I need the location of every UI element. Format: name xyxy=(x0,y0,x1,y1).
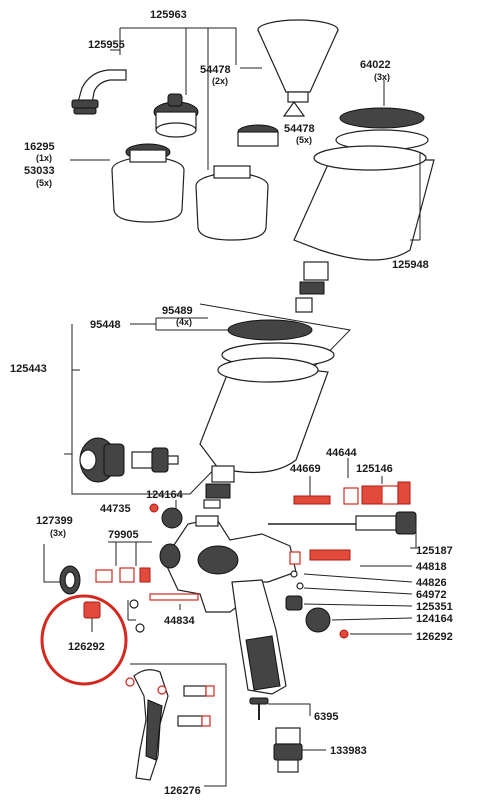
label-58164: 54478 xyxy=(284,123,315,135)
label-44644: 44644 xyxy=(326,447,357,459)
small-cup-left-part xyxy=(111,143,185,223)
label-64972: 64972 xyxy=(416,589,447,601)
label-127399: 127399 xyxy=(36,515,73,527)
funnel-part xyxy=(257,19,339,117)
trigger-part xyxy=(125,669,169,781)
label-54478: 54478 xyxy=(200,64,231,76)
label-44826: 44826 xyxy=(416,577,447,589)
label-125948: 125948 xyxy=(392,259,429,271)
retaining-ring-part xyxy=(59,565,81,595)
label-44669: 44669 xyxy=(290,463,321,475)
label-125443: 125443 xyxy=(10,363,47,375)
label-44818: 44818 xyxy=(416,561,447,573)
label-44735-right: 126292 xyxy=(416,631,453,643)
qty-53033: (5x) xyxy=(36,178,52,188)
label-16295: 16295 xyxy=(24,141,55,153)
qty-95489: (4x) xyxy=(176,317,192,327)
valve-small-parts xyxy=(285,570,331,633)
label-126292: 126292 xyxy=(68,641,105,653)
qty-16295: (1x) xyxy=(36,153,52,163)
gravity-cup-part xyxy=(199,319,335,509)
qty-127399: (3x) xyxy=(50,528,66,538)
highlight-circle xyxy=(40,594,128,686)
label-125963: 125963 xyxy=(150,9,187,21)
needle-packing-part xyxy=(289,549,351,565)
nozzle-part xyxy=(131,447,179,473)
qty-64022: (3x) xyxy=(374,72,390,82)
label-125146: 125146 xyxy=(356,463,393,475)
air-cap-part xyxy=(79,437,125,483)
fluid-needle-part xyxy=(268,511,417,535)
small-cup-right-part xyxy=(195,124,279,241)
qty-54478: (2x) xyxy=(212,76,228,86)
label-79905: 79905 xyxy=(108,529,139,541)
trigger-pins-part xyxy=(177,685,215,727)
label-44834: 44834 xyxy=(164,615,195,627)
air-rod-part xyxy=(127,593,199,633)
label-6395: 6395 xyxy=(314,711,338,723)
label-124164-right: 124164 xyxy=(416,613,454,625)
label-95489: 95489 xyxy=(162,305,193,317)
needle-spring-part xyxy=(293,481,411,505)
large-cup-upper-part xyxy=(293,107,435,313)
qty-58164: (5x) xyxy=(296,135,312,145)
screw-part xyxy=(249,697,269,720)
label-133983: 133983 xyxy=(330,745,367,757)
air-inlet-part xyxy=(273,727,303,773)
label-124164-top: 124164 xyxy=(146,489,184,501)
label-64022: 64022 xyxy=(360,59,391,71)
label-44735-top: 44735 xyxy=(100,503,131,515)
label-95448: 95448 xyxy=(90,319,121,331)
gun-body-part xyxy=(163,515,297,695)
air-valve-part-126292 xyxy=(83,601,101,632)
hose-adapter-part xyxy=(71,69,127,115)
knob-top-part xyxy=(161,507,183,529)
label-125187: 125187 xyxy=(416,545,453,557)
baffle-parts xyxy=(95,543,181,583)
small-cup-lid-part xyxy=(153,93,199,138)
label-125955: 125955 xyxy=(88,39,125,51)
label-125351: 125351 xyxy=(416,601,453,613)
label-53033: 53033 xyxy=(24,165,55,177)
label-126276: 126276 xyxy=(164,785,201,797)
